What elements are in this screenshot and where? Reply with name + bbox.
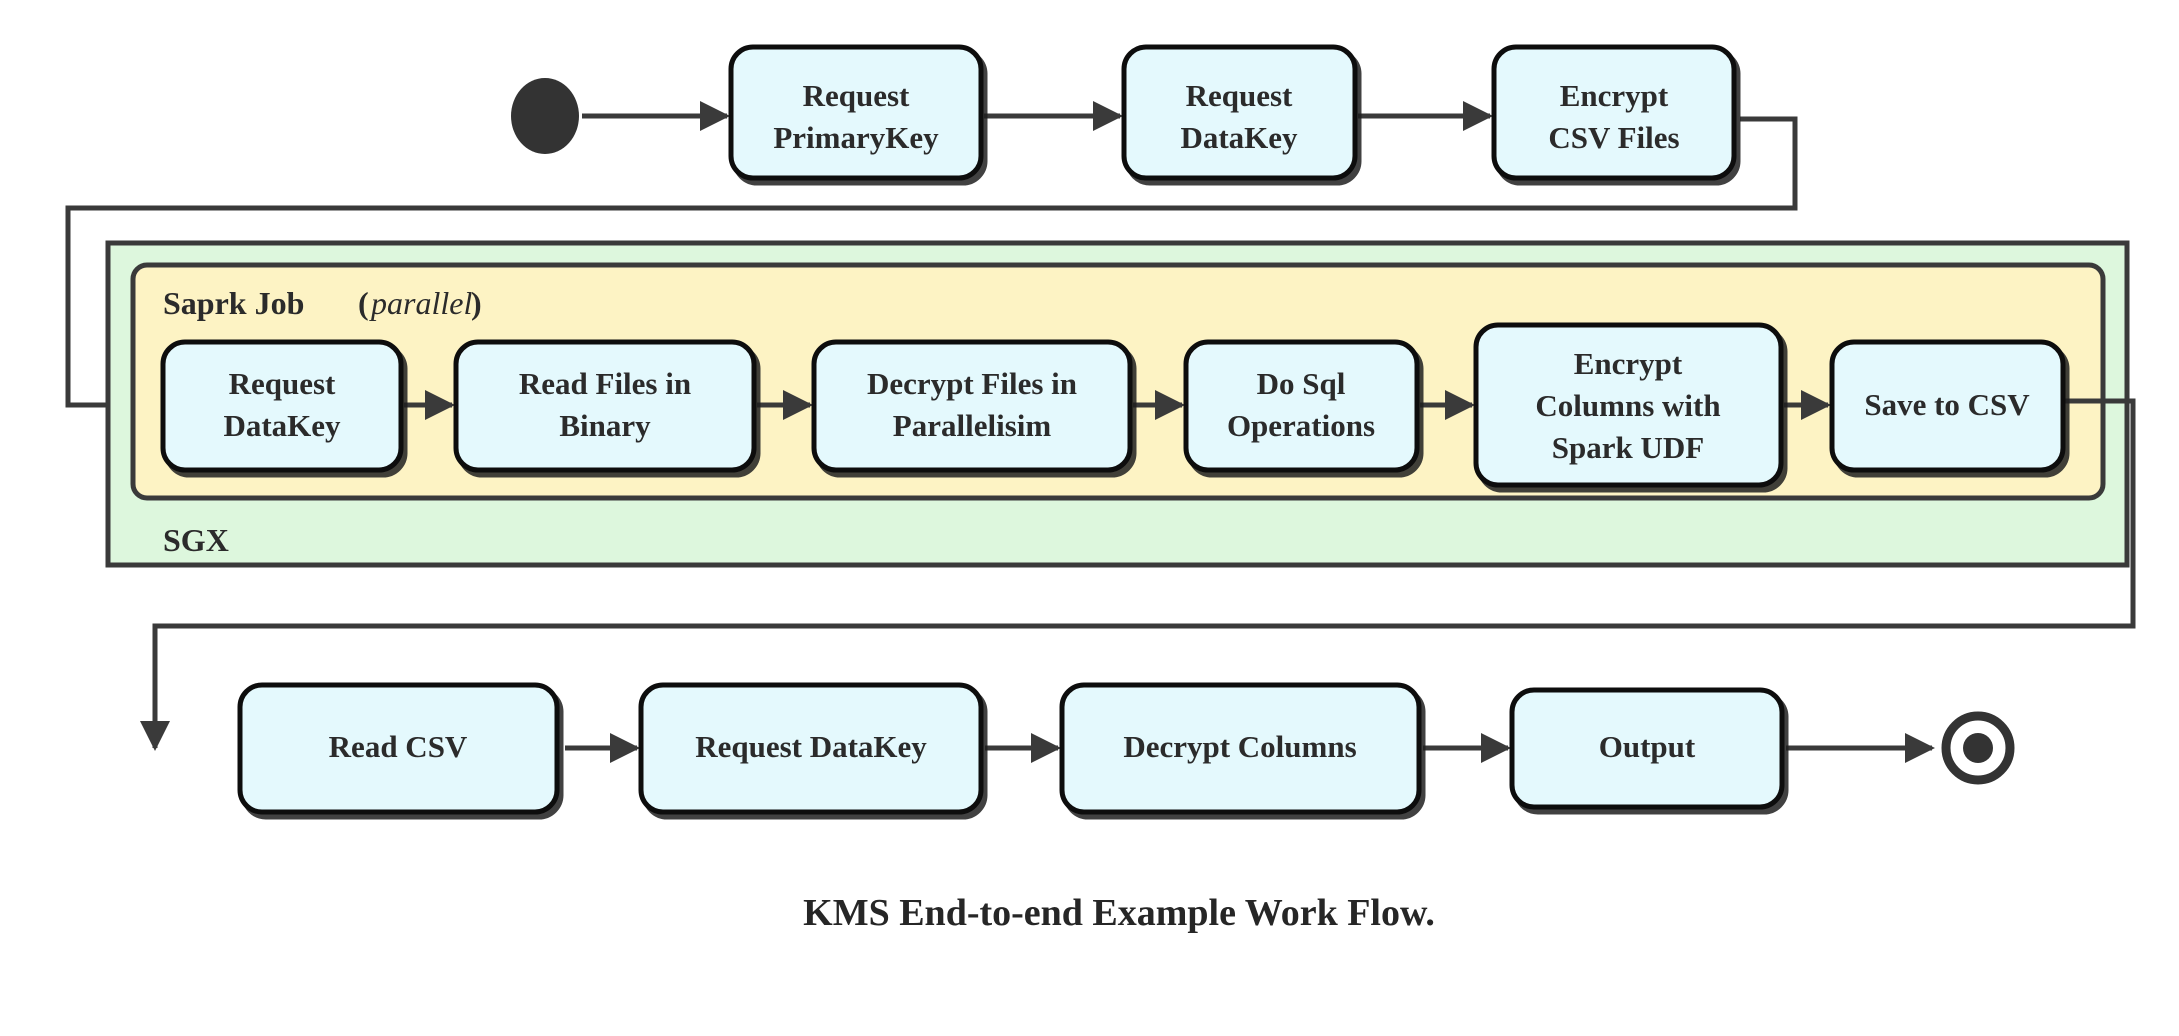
node-decrypt-files-in-parallelisim[interactable]: Decrypt Files in Parallelisim	[811, 339, 1133, 473]
node-save-to-csv[interactable]: Save to CSV	[1829, 339, 2066, 473]
node-label-line: Operations	[1227, 408, 1375, 443]
node-label-line: Read Files in	[519, 366, 691, 401]
node-label-line: Read CSV	[329, 729, 468, 764]
start-node	[511, 78, 579, 154]
edge-save-to-csv-to-read-csv	[140, 398, 2136, 751]
node-label-line: PrimaryKey	[773, 120, 939, 155]
end-node	[1941, 711, 2015, 785]
node-label-line: Encrypt	[1560, 78, 1669, 113]
node-label-line: Request DataKey	[695, 729, 927, 764]
node-label-line: DataKey	[223, 408, 341, 443]
node-label-line: Columns with	[1535, 388, 1720, 423]
node-label-line: Request	[803, 78, 910, 113]
node-label-line: Decrypt Files in	[867, 366, 1077, 401]
node-request-datakey-bottom[interactable]: Request DataKey	[638, 682, 984, 815]
node-request-datakey-top[interactable]: Request DataKey	[1121, 44, 1358, 181]
node-label-line: Decrypt Columns	[1123, 729, 1356, 764]
node-label-line: Parallelisim	[893, 408, 1052, 443]
node-label-line: Save to CSV	[1864, 387, 2030, 422]
node-label-line: Spark UDF	[1552, 430, 1704, 465]
edge-encrypt-csv-to-spark	[65, 116, 1798, 420]
node-label-line: DataKey	[1180, 120, 1298, 155]
spark-job-paren-close: )	[471, 285, 482, 321]
node-output[interactable]: Output	[1509, 687, 1785, 810]
node-encrypt-columns-with-spark-udf[interactable]: Encrypt Columns with Spark UDF	[1473, 322, 1784, 488]
spark-job-parallel-label: parallel	[369, 285, 472, 321]
diagram-caption: KMS End-to-end Example Work Flow.	[803, 892, 1435, 934]
node-encrypt-csv-files[interactable]: Encrypt CSV Files	[1491, 44, 1737, 181]
spark-job-label-group: Saprk Job ( parallel )	[163, 285, 482, 321]
node-label-line: Do Sql	[1257, 366, 1346, 401]
spark-job-label: Saprk Job	[163, 285, 304, 321]
sgx-label: SGX	[163, 522, 229, 558]
node-read-csv[interactable]: Read CSV	[237, 682, 560, 815]
node-request-datakey-spark[interactable]: Request DataKey	[160, 339, 404, 473]
node-label-line: Request	[1186, 78, 1293, 113]
node-decrypt-columns[interactable]: Decrypt Columns	[1059, 682, 1422, 815]
node-read-files-in-binary[interactable]: Read Files in Binary	[453, 339, 757, 473]
node-label-line: Encrypt	[1574, 346, 1683, 381]
node-label-line: Binary	[559, 408, 651, 443]
node-request-primarykey[interactable]: Request PrimaryKey	[728, 44, 984, 181]
node-label-line: CSV Files	[1548, 120, 1679, 155]
node-label-line: Request	[229, 366, 336, 401]
node-do-sql-operations[interactable]: Do Sql Operations	[1183, 339, 1420, 473]
node-label-line: Output	[1599, 729, 1696, 764]
spark-job-paren-open: (	[358, 285, 369, 321]
